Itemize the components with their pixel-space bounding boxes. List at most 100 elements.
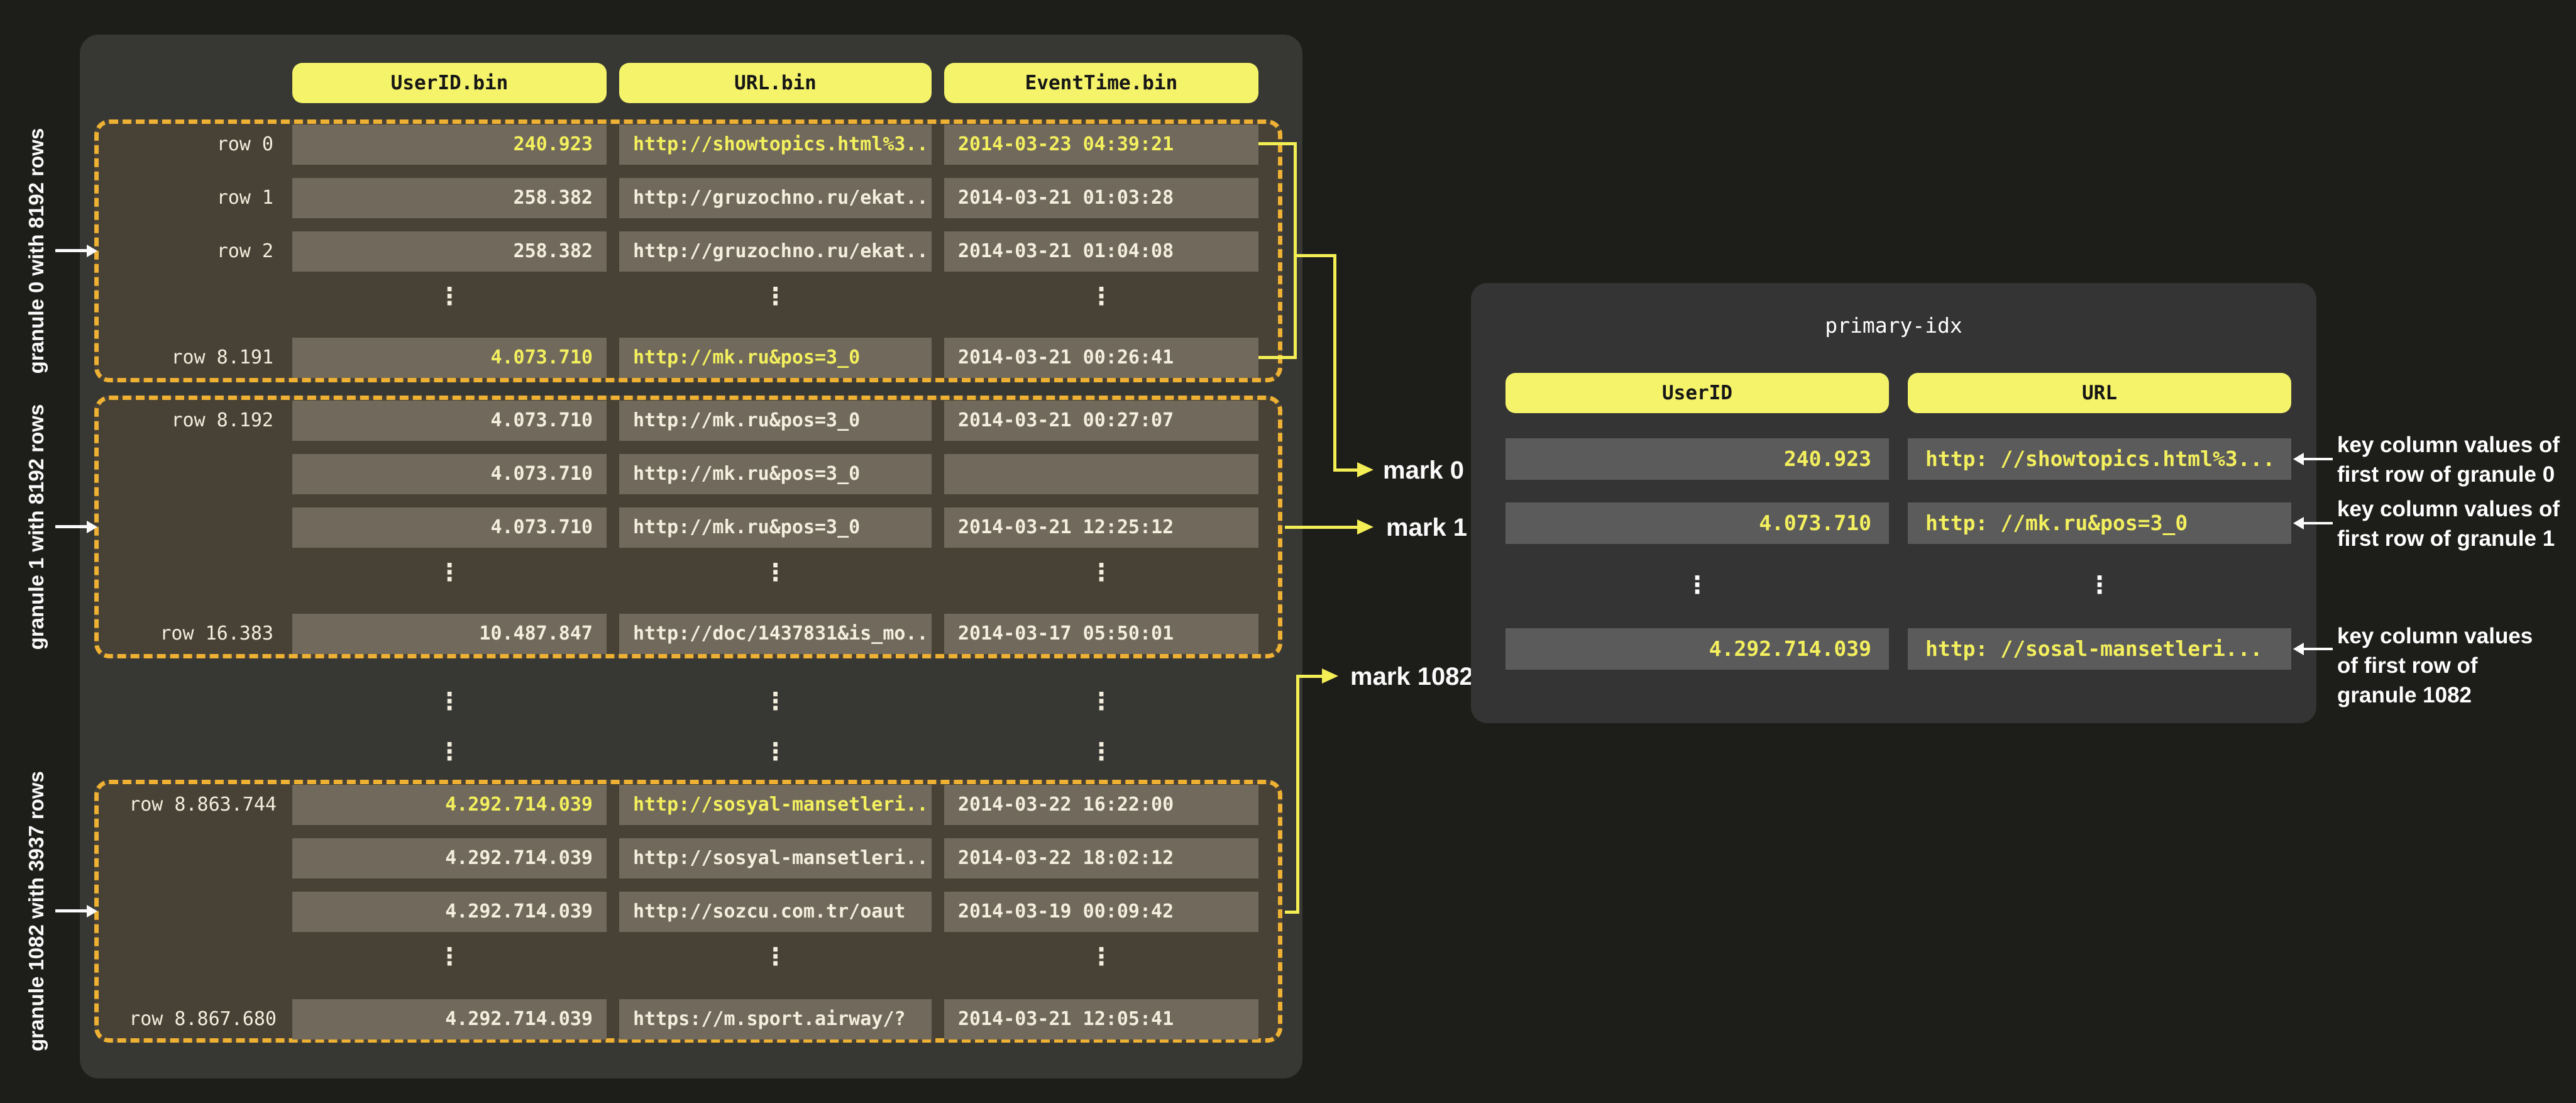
annotation-0-arrow-line: [2303, 458, 2333, 460]
mark1082-arrow-icon: [1322, 668, 1338, 684]
url-cell: http://gruzochno.ru/ekat...: [619, 231, 932, 272]
userid-cell: 258.382: [292, 178, 607, 218]
mark0-bracket-top: [1258, 142, 1295, 145]
mark0-arrow-icon: [1357, 462, 1373, 477]
userid-cell: 4.073.710: [292, 454, 607, 494]
annotation-0-arrow-icon: [2293, 453, 2304, 465]
url-cell: http://gruzochno.ru/ekat...: [619, 178, 932, 218]
url-cell: http://mk.ru&pos=3_0: [619, 338, 932, 378]
mark1-label: mark 1: [1386, 514, 1467, 541]
userid-cell: 4.073.710: [292, 507, 607, 548]
url-cell: http://sozcu.com.tr/oaut: [619, 892, 932, 932]
userid-cell: 4.292.714.039: [292, 999, 607, 1039]
index-ellipsis: ⋮: [2088, 571, 2111, 599]
mark1082-horiz: [1296, 675, 1323, 678]
annotation-line: key column values of: [2337, 433, 2560, 457]
userid-cell: 4.292.714.039: [292, 785, 607, 825]
eventtime-cell: 2014-03-21 00:26:41: [944, 338, 1258, 378]
ellipsis-rows: ⋮: [1089, 282, 1113, 310]
mark0-bracket-vert: [1294, 142, 1297, 359]
eventtime-cell: 2014-03-21 01:03:28: [944, 178, 1258, 218]
ellipsis-rows: ⋮: [1089, 943, 1113, 970]
row-label: row 1: [216, 187, 273, 209]
userid-cell: 258.382: [292, 231, 607, 272]
ellipsis-rows: ⋮: [1089, 558, 1113, 586]
url-cell: http://mk.ru&pos=3_0: [619, 401, 932, 441]
ellipsis-rows: ⋮: [438, 943, 461, 970]
ellipsis-granules: ⋮: [763, 687, 788, 715]
index-userid-cell: 240.923: [1505, 438, 1889, 480]
url-cell: http://doc/1437831&is_mo...: [619, 614, 932, 654]
annotation-granule-1082: key column values of first row of granul…: [2337, 621, 2576, 710]
userid-cell: 4.073.710: [292, 401, 607, 441]
userid-cell: 4.073.710: [292, 338, 607, 378]
mark1082-label: mark 1082: [1350, 663, 1473, 690]
ellipsis-granules: ⋮: [438, 687, 461, 715]
annotation-line: first row of granule 1: [2337, 526, 2555, 551]
mark0-vert: [1333, 254, 1336, 472]
userid-cell: 10.487.847: [292, 614, 607, 654]
mark0-bracket-bottom: [1258, 356, 1295, 359]
ellipsis-rows: ⋮: [438, 558, 461, 586]
index-url-cell: http: //sosal-mansetleri...: [1908, 628, 2291, 670]
annotation-line: of first row of: [2337, 653, 2478, 678]
index-userid-cell: 4.292.714.039: [1505, 628, 1889, 670]
ellipsis-rows: ⋮: [763, 282, 788, 310]
annotation-line: key column values: [2337, 624, 2533, 648]
ellipsis-granules: ⋮: [1089, 738, 1113, 765]
url-cell: http://mk.ru&pos=3_0: [619, 507, 932, 548]
eventtime-cell: 2014-03-22 16:22:00: [944, 785, 1258, 825]
annotation-line: key column values of: [2337, 497, 2560, 521]
index-url-cell: http: //mk.ru&pos=3_0: [1908, 502, 2291, 544]
mark0-label: mark 0: [1383, 457, 1464, 484]
column-header-userid-bin: UserID.bin: [292, 63, 607, 103]
annotation-line: granule 1082: [2337, 683, 2472, 707]
granule-1082-side-label: granule 1082 with 3937 rows: [25, 771, 48, 1051]
eventtime-cell: 2014-03-21 12:25:12: [944, 507, 1258, 548]
url-cell: https://m.sport.airway/?: [619, 999, 932, 1039]
row-label: row 8.867.680: [129, 1008, 277, 1030]
row-label: row 16.383: [160, 623, 273, 645]
granule-0-arrow-line: [55, 249, 87, 252]
row-label: row 2: [216, 240, 273, 262]
index-header-url: URL: [1908, 373, 2291, 413]
ellipsis-granules: ⋮: [438, 738, 461, 765]
granule-1-arrow-line: [55, 525, 87, 528]
row-label: row 8.191: [171, 346, 273, 369]
mark1082-stub: [1285, 911, 1299, 914]
userid-cell: 240.923: [292, 125, 607, 165]
mark1-arrow-icon: [1357, 519, 1373, 535]
granule-0-arrow-icon: [87, 245, 97, 257]
url-cell: http://sosyal-mansetleri...: [619, 785, 932, 825]
row-label: row 8.192: [171, 409, 273, 431]
mark1-horiz: [1285, 526, 1358, 529]
ellipsis-granules: ⋮: [763, 738, 788, 765]
annotation-2-arrow-line: [2303, 648, 2333, 650]
ellipsis-rows: ⋮: [763, 558, 788, 586]
annotation-1-arrow-line: [2303, 522, 2333, 524]
mark1082-vert: [1296, 675, 1299, 914]
row-label: row 0: [216, 133, 273, 155]
eventtime-cell: 2014-03-21 12:05:41: [944, 999, 1258, 1039]
index-userid-cell: 4.073.710: [1505, 502, 1889, 544]
ellipsis-rows: ⋮: [763, 943, 788, 970]
eventtime-cell: 2014-03-21 01:04:08: [944, 231, 1258, 272]
ellipsis-rows: ⋮: [438, 282, 461, 310]
annotation-line: first row of granule 0: [2337, 462, 2555, 487]
index-ellipsis: ⋮: [1685, 571, 1709, 599]
column-header-eventtime-bin: EventTime.bin: [944, 63, 1258, 103]
index-header-userid: UserID: [1505, 373, 1889, 413]
primary-index-title: primary-idx: [1825, 313, 1962, 338]
eventtime-cell: 2014-03-22 18:02:12: [944, 838, 1258, 879]
userid-cell: 4.292.714.039: [292, 838, 607, 879]
eventtime-cell: 2014-03-23 04:39:21: [944, 125, 1258, 165]
eventtime-cell: 2014-03-19 00:09:42: [944, 892, 1258, 932]
annotation-granule-0: key column values of first row of granul…: [2337, 430, 2576, 489]
granule-1082-arrow-icon: [87, 905, 97, 917]
row-label: row 8.863.744: [129, 794, 277, 816]
granule-1082-arrow-line: [55, 909, 87, 912]
eventtime-cell: 2014-03-21 00:27:07: [944, 401, 1258, 441]
granule-0-side-label: granule 0 with 8192 rows: [25, 128, 48, 374]
annotation-1-arrow-icon: [2293, 517, 2304, 529]
